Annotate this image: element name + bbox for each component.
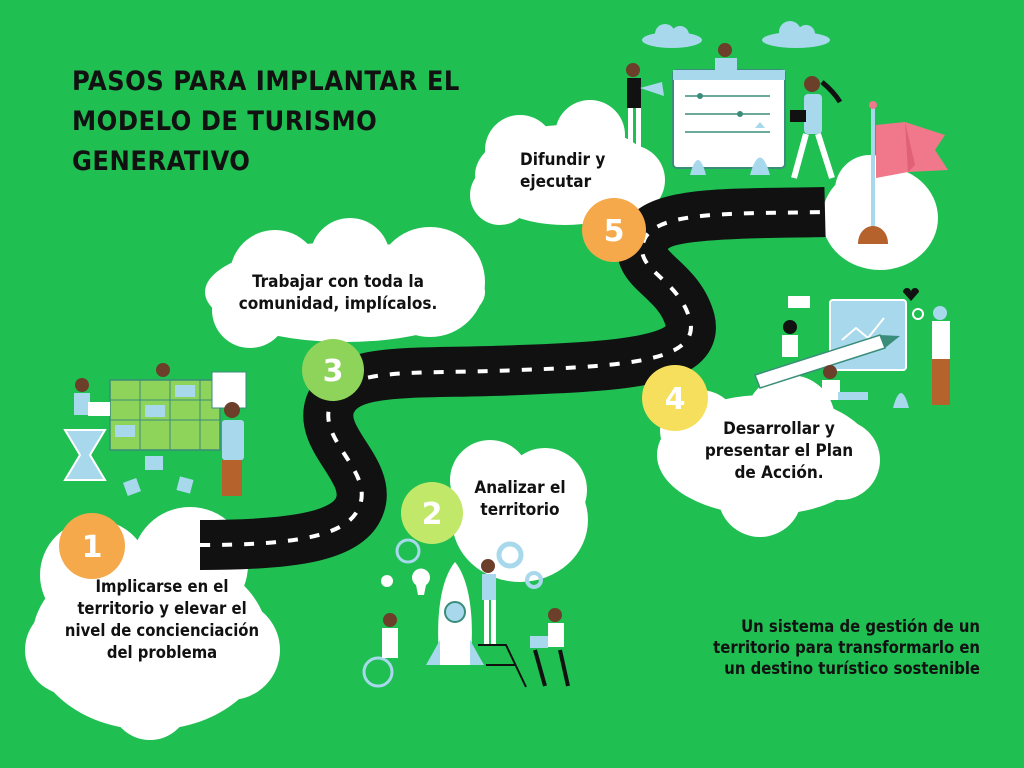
page-title: PASOS PARA IMPLANTAR EL MODELO DE TURISM… — [72, 62, 472, 182]
goal-flag-icon — [858, 101, 948, 244]
step-3-text: Trabajar con toda la comunidad, implícal… — [238, 272, 438, 314]
step-badge-1: 1 — [59, 513, 125, 579]
cloud-step-4 — [657, 375, 880, 537]
badge-circle — [59, 513, 125, 579]
step-badge-2: 2 — [401, 482, 463, 544]
cloud-step-2 — [450, 440, 588, 582]
badge-number: 3 — [323, 354, 344, 389]
step-5-text: Difundir y ejecutar — [520, 150, 606, 192]
title-line: PASOS PARA IMPLANTAR EL — [72, 66, 460, 97]
badge-number: 2 — [422, 497, 443, 532]
badge-circle — [582, 198, 646, 262]
badge-circle — [401, 482, 463, 544]
badge-number: 5 — [604, 214, 625, 249]
step-2-text: Analizar el territorio — [474, 478, 566, 520]
step-4-text: Desarrollar y presentar el Plan de Acció… — [704, 419, 854, 483]
team-board-illustration — [63, 363, 247, 496]
step-1-text: Implicarse en el territorio y elevar el … — [64, 577, 260, 662]
badge-circle — [642, 365, 708, 431]
badge-number: 4 — [665, 382, 686, 417]
team-whiteboard-illustration — [626, 43, 843, 179]
step-badge-4: 4 — [642, 365, 708, 431]
title-line: MODELO DE TURISMO — [72, 106, 378, 137]
rocket-team-illustration — [362, 538, 570, 688]
badge-circle — [302, 339, 364, 401]
pencil-team-illustration — [754, 288, 950, 408]
cloud-step-3 — [205, 218, 485, 348]
sky-clouds — [642, 21, 830, 48]
subtitle: Un sistema de gestión de un territorio p… — [713, 617, 980, 678]
title-line: GENERATIVO — [72, 146, 251, 177]
step-badge-3: 3 — [302, 339, 364, 401]
cloud-goal — [822, 155, 938, 270]
winding-road — [199, 187, 826, 570]
badge-number: 1 — [82, 530, 103, 565]
step-badge-5: 5 — [582, 198, 646, 262]
